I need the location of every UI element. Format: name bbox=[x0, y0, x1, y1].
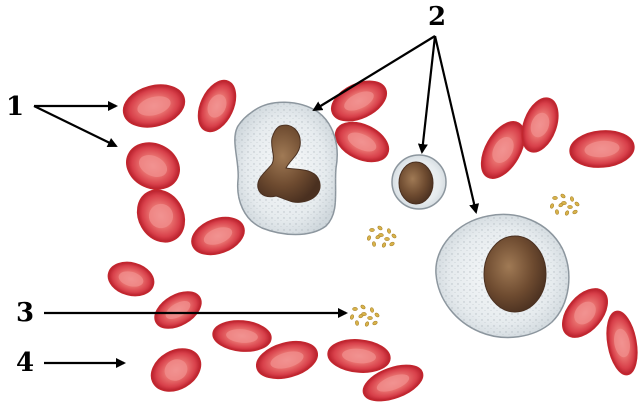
platelet bbox=[570, 196, 574, 201]
arrow-2-to-lymphocyte bbox=[422, 36, 435, 152]
red-blood-cell bbox=[187, 211, 249, 261]
platelet-cluster bbox=[350, 304, 380, 327]
platelet bbox=[355, 320, 359, 325]
red-blood-cell bbox=[149, 285, 207, 336]
platelet bbox=[353, 307, 358, 310]
platelet bbox=[372, 241, 376, 246]
platelet bbox=[391, 233, 397, 239]
platelet bbox=[550, 203, 555, 209]
platelet bbox=[377, 225, 383, 230]
platelet-cluster bbox=[367, 225, 397, 248]
platelet bbox=[560, 193, 566, 198]
arrow-1-lower bbox=[34, 106, 116, 146]
platelet bbox=[553, 196, 558, 199]
red-blood-cell bbox=[603, 309, 642, 377]
platelet bbox=[374, 312, 380, 318]
red-blood-cell bbox=[144, 341, 208, 400]
platelet bbox=[555, 209, 559, 214]
platelet bbox=[384, 237, 389, 241]
red-blood-cell bbox=[119, 135, 187, 198]
red-blood-cell bbox=[569, 128, 636, 169]
red-blood-cell bbox=[329, 115, 394, 169]
label-plasma: 4 bbox=[16, 350, 34, 376]
red-blood-cell bbox=[105, 258, 158, 301]
platelet bbox=[372, 320, 378, 325]
leukocyte-small-lymphocyte bbox=[392, 155, 446, 209]
platelet bbox=[370, 307, 374, 312]
label-leukocytes: 2 bbox=[428, 4, 446, 30]
red-blood-cell bbox=[119, 79, 189, 134]
platelet bbox=[350, 314, 355, 320]
platelet bbox=[370, 228, 375, 231]
red-blood-cell bbox=[327, 337, 392, 374]
platelet bbox=[367, 316, 372, 320]
platelet bbox=[574, 201, 580, 207]
red-blood-cells bbox=[105, 73, 642, 407]
platelet bbox=[365, 321, 370, 327]
label-erythrocytes: 1 bbox=[6, 94, 24, 120]
platelet bbox=[387, 228, 391, 233]
platelet bbox=[367, 235, 372, 241]
red-blood-cell bbox=[191, 75, 243, 137]
platelet-cluster bbox=[550, 193, 580, 216]
platelet bbox=[572, 209, 578, 214]
leukocyte-large-monocyte bbox=[436, 214, 569, 337]
platelet bbox=[389, 241, 395, 246]
platelet bbox=[382, 242, 387, 248]
platelet bbox=[360, 304, 366, 309]
platelet bbox=[567, 205, 572, 209]
label-platelets: 3 bbox=[16, 300, 34, 326]
red-blood-cell bbox=[128, 182, 193, 251]
platelet bbox=[565, 210, 570, 216]
leukocyte-granular bbox=[235, 102, 337, 234]
red-blood-cell bbox=[212, 319, 272, 354]
